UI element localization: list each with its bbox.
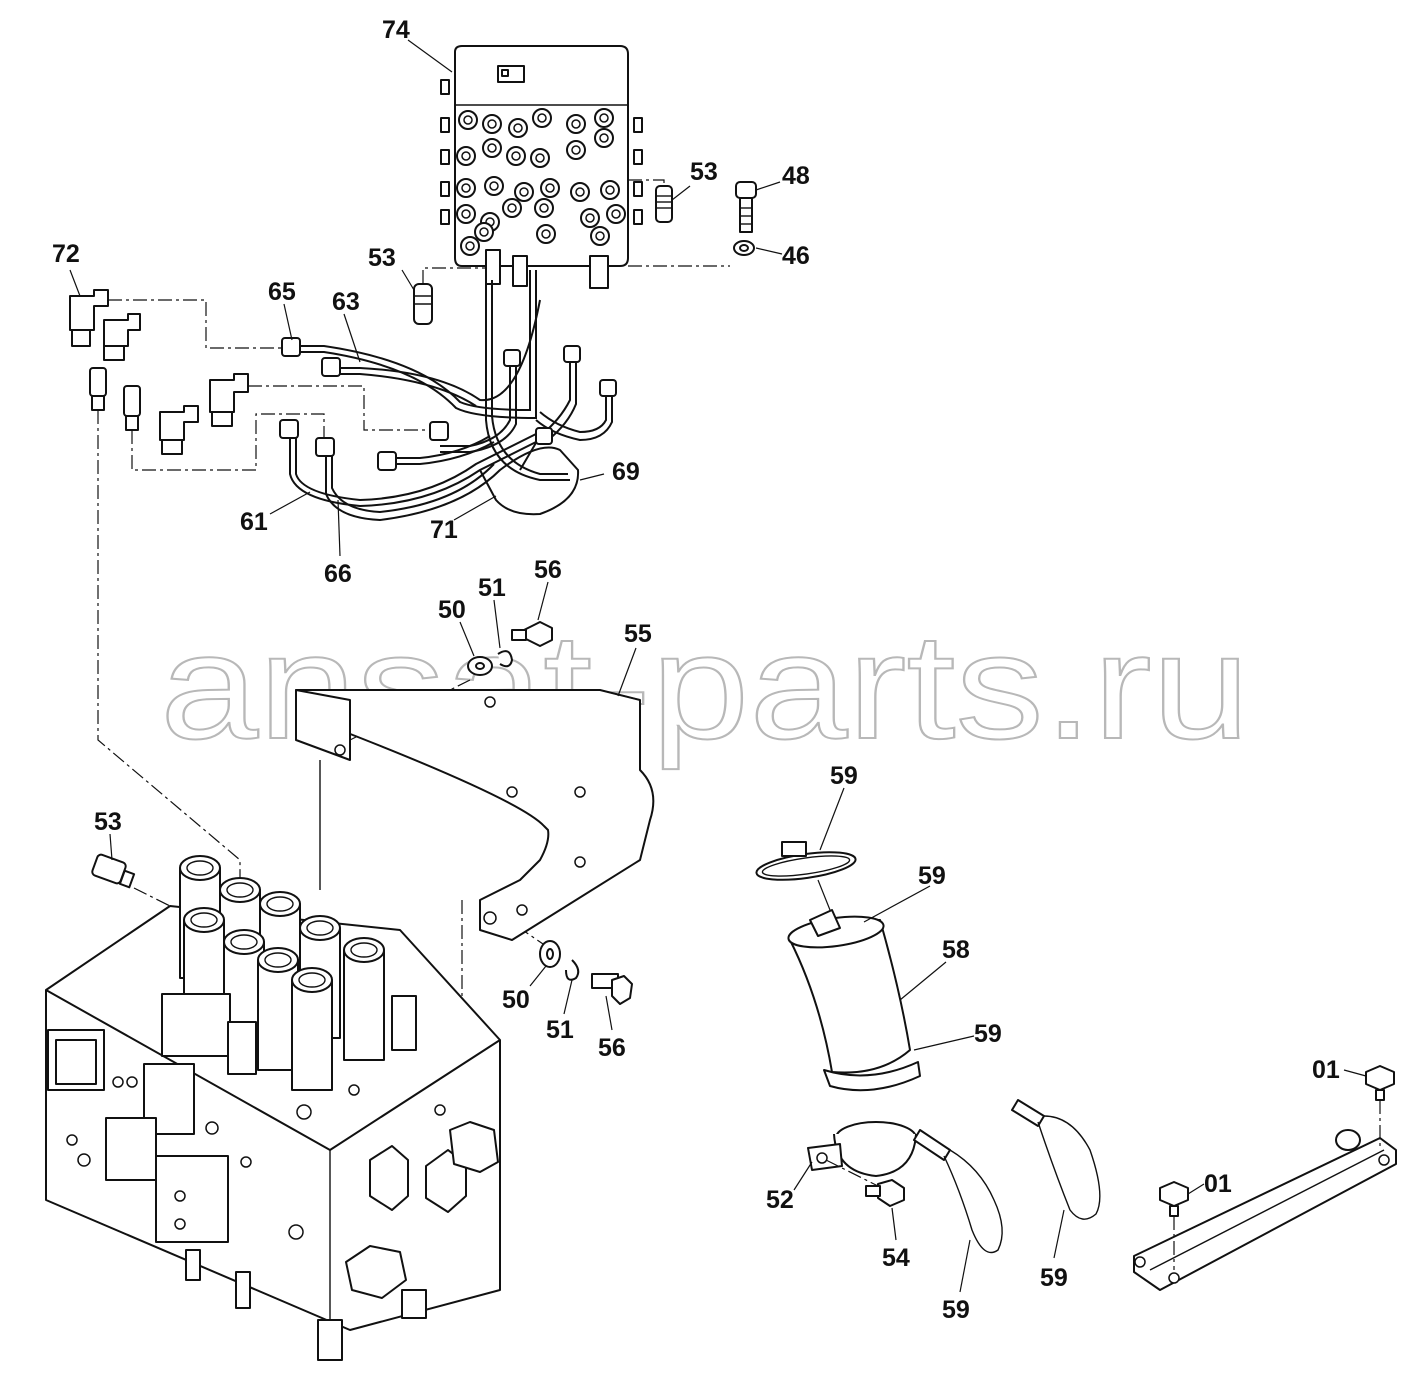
cable-tie-59-left (913, 1129, 1003, 1254)
callout-01-top: 01 (1312, 1056, 1340, 1084)
callout-56-top: 56 (534, 556, 562, 584)
cable-tie-59-right (1011, 1099, 1101, 1220)
leader-lines (69, 39, 1367, 1293)
callout-59-d: 59 (942, 1296, 970, 1324)
bolt-48 (735, 181, 757, 233)
clamp-59-on-boot (809, 909, 841, 937)
fasteners-bottom (539, 940, 633, 1005)
bolt-54 (865, 1179, 905, 1207)
hydraulic-pipes (279, 270, 617, 522)
callout-46: 46 (782, 242, 810, 270)
callout-66: 66 (324, 560, 352, 588)
callout-53-valve: 53 (94, 808, 122, 836)
callout-59-e: 59 (1040, 1264, 1068, 1292)
boot-58 (787, 915, 921, 1092)
callout-63: 63 (332, 288, 360, 316)
port-fittings (456, 108, 626, 256)
callout-52: 52 (766, 1186, 794, 1214)
callout-71: 71 (430, 516, 458, 544)
callout-61: 61 (240, 508, 268, 536)
callout-74: 74 (382, 16, 410, 44)
fitting-53-top (628, 179, 673, 223)
callout-65: 65 (268, 278, 296, 306)
elbow-fittings-72 (69, 289, 249, 455)
callout-59-b: 59 (918, 862, 946, 890)
callout-53-left: 53 (368, 244, 396, 272)
callout-48: 48 (782, 162, 810, 190)
callout-69: 69 (612, 458, 640, 486)
bolt-01-bottom (1159, 1181, 1189, 1270)
callout-53-top: 53 (690, 158, 718, 186)
callout-59-c: 59 (974, 1020, 1002, 1048)
callout-72: 72 (52, 240, 80, 268)
callout-50-top: 50 (438, 596, 466, 624)
control-valve-assembly (45, 855, 501, 1361)
pilot-valve-block (440, 45, 643, 289)
callout-51-top: 51 (478, 574, 506, 602)
callout-labels: 74 72 53 53 48 46 65 63 69 61 71 66 50 5… (52, 16, 1340, 1324)
pipe-clamp-52 (807, 1121, 917, 1187)
bolt-01-top (1365, 1065, 1395, 1150)
washer-46 (628, 240, 755, 267)
callout-51-bottom: 51 (546, 1016, 574, 1044)
fitting-53-valve (91, 853, 171, 907)
mounting-bracket-55 (295, 689, 655, 941)
callout-59-a: 59 (830, 762, 858, 790)
fasteners-top (467, 621, 553, 676)
callout-54: 54 (882, 1244, 910, 1272)
callout-01-bottom: 01 (1204, 1170, 1232, 1198)
clamp-59-top (755, 841, 857, 911)
callout-56-bottom: 56 (598, 1034, 626, 1062)
callout-55: 55 (624, 620, 652, 648)
callout-50-bottom: 50 (502, 986, 530, 1014)
fitting-53-left (413, 267, 486, 325)
callout-58: 58 (942, 936, 970, 964)
